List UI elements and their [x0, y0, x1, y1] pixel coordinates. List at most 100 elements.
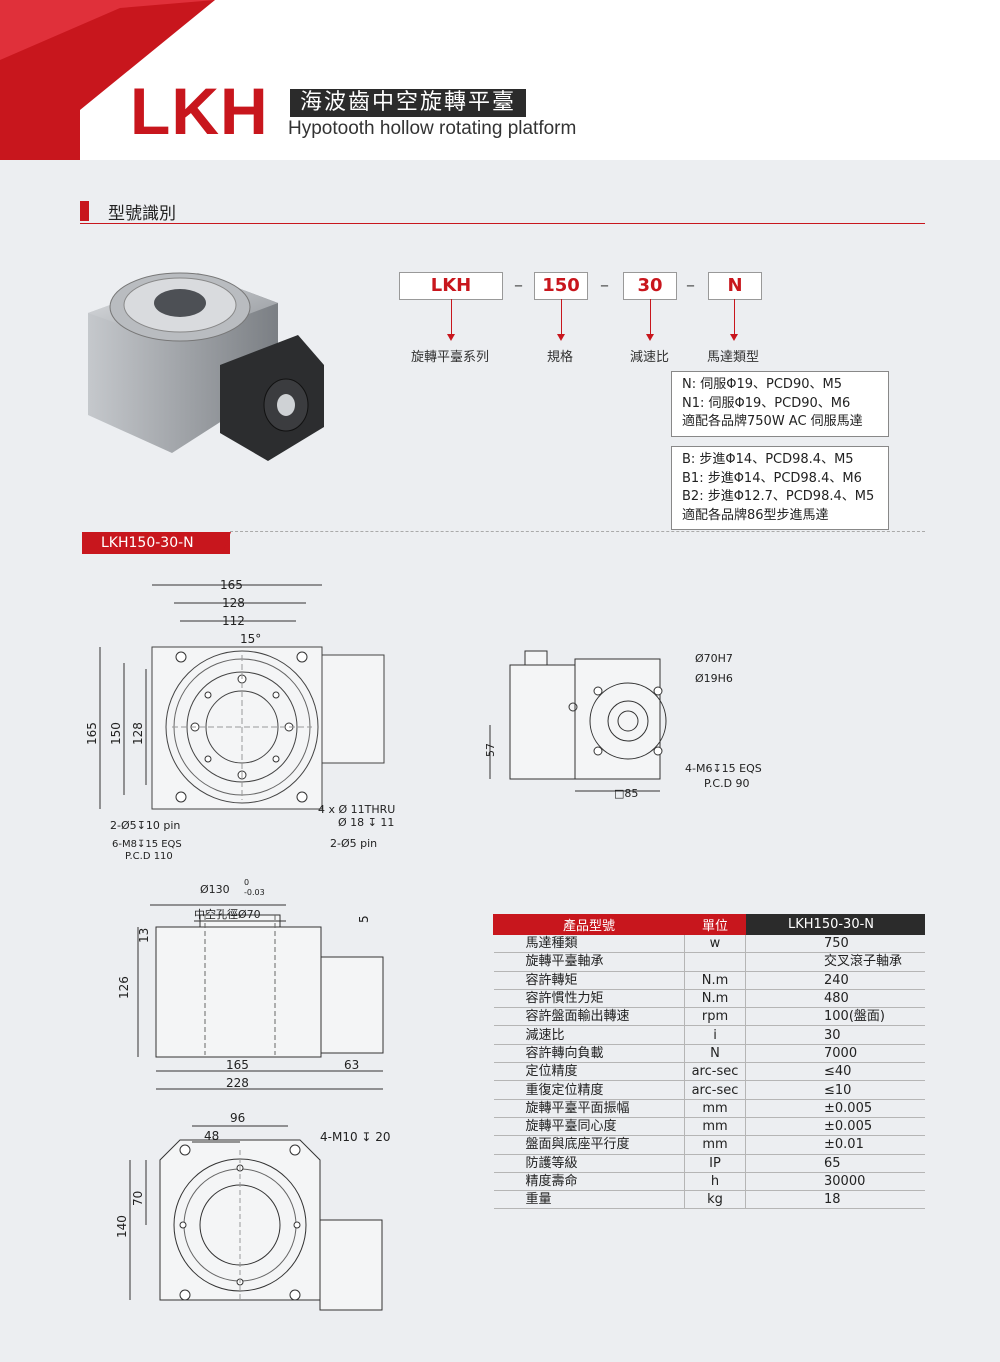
spec-value: 65 — [745, 1154, 925, 1173]
model-tag-tip — [222, 532, 231, 554]
spec-unit: arc-sec — [684, 1080, 746, 1100]
arrow-down-icon — [447, 334, 455, 341]
dashed-divider — [230, 531, 925, 532]
spec-value: 240 — [745, 971, 925, 990]
spec-value: ±0.01 — [745, 1135, 925, 1155]
spec-unit: N — [684, 1044, 746, 1064]
arrow-line — [561, 299, 562, 337]
spec-unit: i — [684, 1025, 746, 1045]
dim-text: 70 — [131, 1191, 145, 1206]
note-line: 適配各品牌86型步進馬達 — [682, 507, 829, 523]
spec-value: ±0.005 — [745, 1099, 925, 1118]
spec-value: ≤40 — [745, 1062, 925, 1082]
callout-text: Ø 18 ↧ 11 — [338, 816, 394, 829]
spec-name: 旋轉平臺軸承 — [493, 952, 685, 972]
spec-name: 減速比 — [493, 1025, 685, 1045]
dim-text: -0.03 — [244, 888, 265, 897]
callout-text: 2-Ø5 pin — [330, 837, 377, 850]
drawing-side-view: Ø70H7 Ø19H6 4-M6↧15 EQS P.C.D 90 57 □85 — [484, 650, 762, 800]
arrow-line — [650, 299, 651, 337]
dim-text: 48 — [204, 1129, 219, 1143]
code-size: 150 — [534, 272, 588, 300]
spec-value: 750 — [745, 934, 925, 954]
code-dash: – — [686, 275, 695, 296]
note-line: N: 伺服Φ19、PCD90、M5 — [682, 377, 842, 392]
spec-value: 480 — [745, 989, 925, 1009]
spec-unit — [684, 952, 746, 972]
spec-unit: rpm — [684, 1007, 746, 1027]
code-dash: – — [514, 275, 523, 296]
dim-text: 165 — [226, 1058, 249, 1072]
dim-text: 0 — [244, 878, 249, 887]
page-header: LKH 海波齒中空旋轉平臺 Hypotooth hollow rotating … — [0, 0, 1000, 160]
spec-value: ≤10 — [745, 1080, 925, 1100]
dim-text: 5 — [357, 915, 371, 923]
callout-text: P.C.D 110 — [125, 851, 173, 862]
dim-text: 126 — [117, 976, 131, 999]
spec-name: 旋轉平臺平面振幅 — [493, 1099, 685, 1118]
spec-unit: N.m — [684, 971, 746, 990]
drawing-bottom-view: 96 48 4-M10 ↧ 20 70 140 — [115, 1111, 391, 1311]
code-ratio: 30 — [623, 272, 677, 300]
spec-value: 30000 — [745, 1172, 925, 1192]
header-unit: 單位 — [684, 914, 746, 935]
dim-text: 228 — [226, 1076, 249, 1090]
section-marker — [80, 201, 89, 221]
spec-name: 旋轉平臺同心度 — [493, 1117, 685, 1137]
spec-unit: kg — [684, 1190, 746, 1210]
dim-text: 57 — [484, 743, 497, 757]
dim-text: 140 — [115, 1215, 129, 1238]
spec-unit: mm — [684, 1135, 746, 1155]
code-label-size: 規格 — [547, 350, 574, 365]
dim-text: 4-M6↧15 EQS — [685, 762, 762, 775]
spec-unit: h — [684, 1172, 746, 1192]
page-title-en: Hypotooth hollow rotating platform — [288, 118, 577, 139]
dim-text: 165 — [85, 722, 99, 745]
spec-unit: w — [684, 934, 746, 954]
dim-text: 96 — [230, 1111, 245, 1125]
code-motor: N — [708, 272, 762, 300]
spec-name: 容許慣性力矩 — [493, 989, 685, 1009]
dim-text: 128 — [222, 596, 245, 610]
spec-value: ±0.005 — [745, 1117, 925, 1137]
spec-name: 盤面與底座平行度 — [493, 1135, 685, 1155]
dim-text: 150 — [109, 722, 123, 745]
dim-text: □85 — [614, 787, 638, 800]
arrow-down-icon — [730, 334, 738, 341]
code-label-ratio: 減速比 — [630, 350, 670, 365]
arrow-line — [451, 299, 452, 337]
callout-text: 4 x Ø 11THRU — [318, 803, 395, 816]
header-value: LKH150-30-N — [745, 914, 925, 935]
spec-unit: N.m — [684, 989, 746, 1009]
spec-value: 交叉滾子軸承 — [745, 952, 925, 972]
spec-name: 重量 — [493, 1190, 685, 1210]
model-tag: LKH150-30-N — [82, 532, 230, 554]
section-divider — [80, 223, 925, 224]
spec-value: 7000 — [745, 1044, 925, 1064]
note-line: N1: 伺服Φ19、PCD90、M6 — [682, 395, 851, 411]
dim-text: 15° — [240, 632, 261, 646]
callout-text: 6-M8↧15 EQS — [112, 839, 182, 850]
dim-text: Ø19H6 — [695, 672, 733, 685]
spec-name: 馬達種類 — [493, 934, 685, 954]
spec-value: 18 — [745, 1190, 925, 1210]
dim-text: 112 — [222, 614, 245, 628]
dim-text: 13 — [137, 928, 151, 943]
table-row: 旋轉平臺軸承 交叉滾子軸承 — [493, 952, 925, 972]
code-label-series: 旋轉平臺系列 — [411, 350, 490, 365]
code-dash: – — [600, 275, 609, 296]
arrow-down-icon — [557, 334, 565, 341]
note-line: B2: 步進Φ12.7、PCD98.4、M5 — [682, 489, 875, 504]
spec-name: 精度壽命 — [493, 1172, 685, 1192]
